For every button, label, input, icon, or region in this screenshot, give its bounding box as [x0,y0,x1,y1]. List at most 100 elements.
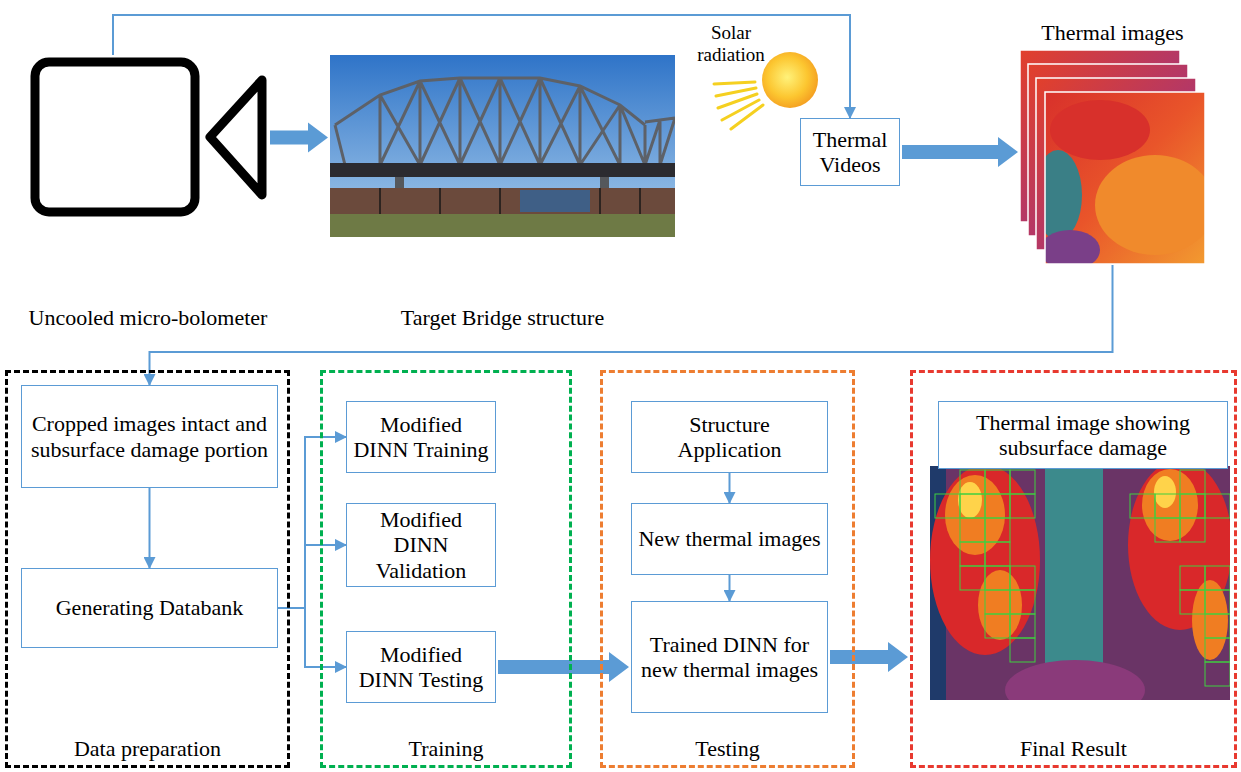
damage-thermal-image-part-part [985,518,1010,542]
damage-thermal-image-part [930,466,1040,655]
figure-caption: Uncooled micro-bolometer [29,305,268,330]
damage-thermal-image-part-part [960,518,985,542]
damage-thermal-image-part-part [1205,638,1230,662]
damage-thermal-image-part-part [1010,494,1035,518]
damage-thermal-image-part-part [1155,518,1180,542]
damage-thermal-image-part-part [960,542,985,566]
damage-thermal-image-part-part [1180,470,1205,494]
process-box: Trained DINN for new thermal images [631,601,828,713]
process-box: Modified DINN Testing [346,631,496,703]
box-label: Modified DINN Training [353,412,489,463]
damage-thermal-image-part-part [1205,614,1230,638]
stage-label: Data preparation [8,736,287,761]
box-label: Trained DINN for new thermal images [638,632,821,683]
stage-group: Training Modified DINN TrainingModified D… [320,370,572,768]
sun-icon-part [714,82,763,129]
damage-thermal-image-part [1005,660,1145,700]
block-arrow [830,642,908,672]
process-box: Modified DINN Training [346,401,496,473]
damage-thermal-image-part-part [1205,494,1230,518]
thermal-image-stack-part-part [1095,155,1205,255]
bridge-photo-part [335,78,675,165]
box-label: New thermal images [638,526,820,551]
stage-label: Training [323,736,569,761]
damage-thermal-image-part-part [1180,494,1205,518]
block-arrow [902,137,1018,167]
thermal-image-stack [1020,50,1215,270]
damage-thermal-image-part-part [960,494,985,518]
box-label: Modified DINN Validation [353,507,489,583]
sun-icon-part [762,52,818,108]
flow-arrow [729,473,731,503]
damage-thermal-image-part-part [1205,566,1230,590]
damage-thermal-image-part-part [985,614,1010,638]
camera-icon [35,62,262,212]
damage-thermal-image-part-part [1180,566,1205,590]
bridge-photo-part [520,190,590,212]
process-box: Thermal image showing subsurface damage [938,401,1228,469]
bridge-photo-part [330,55,675,237]
bridge-photo-part [330,163,675,177]
stage-group: Testing Structure ApplicationNew thermal … [600,370,855,768]
thermal-image-stack-part [1045,92,1205,264]
damage-thermal-image-part [1142,469,1198,541]
figure-node: Target Bridge structure [330,55,675,237]
process-box: Generating Databank [21,568,278,648]
process-box: Cropped images intact and subsurface dam… [21,385,278,488]
figure-node: Uncooled micro-bolometer [28,55,268,220]
damage-thermal-image-part-part [1180,590,1205,614]
box-label: Structure Application [638,412,821,463]
damage-thermal-image-part-part [935,494,960,518]
box-label: Thermal Videos [807,127,893,178]
process-box: New thermal images [631,503,828,575]
damage-thermal-image [930,466,1230,700]
damage-thermal-image-part [1192,580,1228,660]
annotation-label: Solar radiation [688,22,774,66]
box-label: Thermal image showing subsurface damage [945,410,1221,461]
bridge-photo-part [330,214,675,237]
figure-caption: Target Bridge structure [401,305,604,330]
stage-group: Data preparation Cropped images intact an… [5,370,290,768]
figure-caption: Thermal images [1041,20,1183,45]
stage-label: Testing [603,736,852,761]
block-arrow [270,123,328,153]
bridge-photo-part [330,188,675,214]
figure-node: Thermal images [1020,50,1205,265]
damage-thermal-image-part-part [985,542,1010,566]
flow-arrow [150,265,1113,385]
block-arrow [498,652,629,682]
damage-thermal-image-part-part [1010,470,1035,494]
damage-thermal-image-part-part [1010,614,1035,638]
box-label: Cropped images intact and subsurface dam… [28,411,271,462]
damage-thermal-image-part-part [1155,494,1180,518]
stage-group: Final Result Thermal image showing subsur… [910,370,1237,768]
damage-thermal-image-part-part [1010,566,1035,590]
process-box: Structure Application [631,401,828,473]
damage-thermal-image-part-part [1010,590,1035,614]
damage-thermal-image-part [935,470,1230,686]
damage-thermal-image-part [1154,476,1176,508]
damage-thermal-image-part-part [1010,638,1035,662]
thermal-image-stack-part-part [1045,150,1082,240]
thermal-image-stack-part [1045,92,1205,264]
process-box: Modified DINN Validation [346,503,496,587]
flow-arrow [729,575,731,601]
damage-thermal-image-part-part [1180,518,1205,542]
flow-arrow [149,488,151,568]
damage-thermal-image-part-part [1130,494,1155,518]
damage-thermal-image-part-part [985,494,1010,518]
bridge-photo [330,55,675,237]
thermal-image-stack-part-part [1050,100,1150,160]
damage-thermal-image-part-part [1205,662,1230,686]
box-label: Modified DINN Testing [353,642,489,693]
damage-thermal-image-part-part [960,470,985,494]
flow-arrow [113,15,850,118]
damage-thermal-image-part-part [985,590,1010,614]
damage-thermal-image-part [945,475,1005,555]
thermal-image-stack-part-part [1045,230,1100,264]
stage-label: Final Result [913,736,1234,761]
bridge-photo-part [380,188,640,214]
damage-thermal-image-part-part [960,566,985,590]
